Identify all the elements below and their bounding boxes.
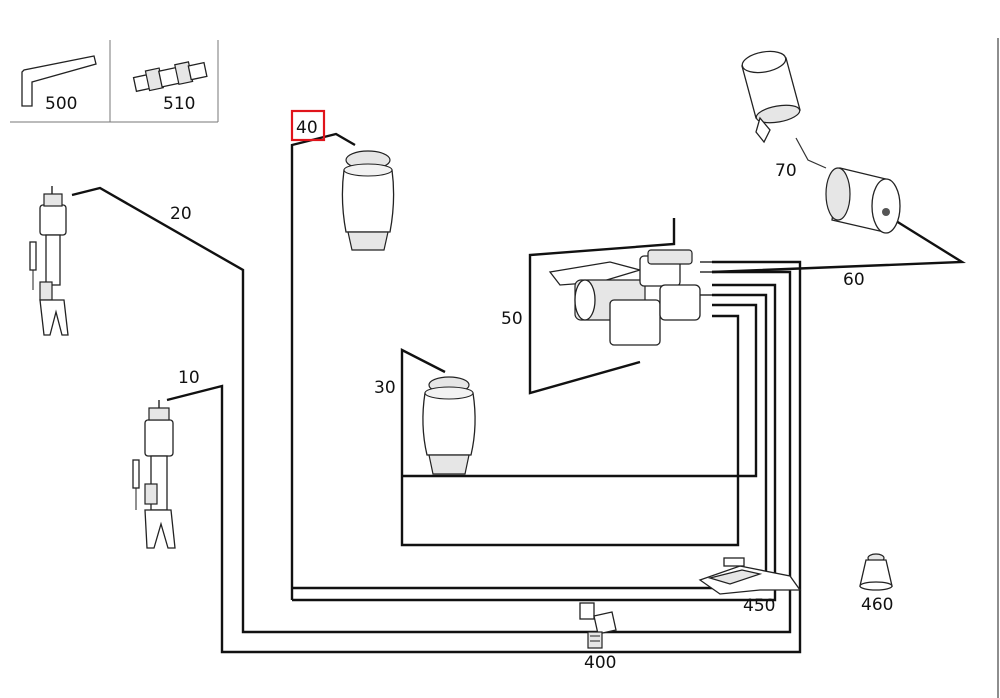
part-60-pressure-tank[interactable]: 60 (825, 167, 901, 290)
line-70 (795, 137, 827, 169)
compressor-icon (548, 249, 712, 346)
callout-70: 70 (775, 161, 797, 181)
line-40-return (292, 283, 777, 602)
line-50-a (292, 293, 768, 590)
callout-450: 450 (743, 596, 775, 616)
line-60 (711, 214, 966, 274)
line-20 (71, 186, 792, 634)
bracket-clip-icon (698, 557, 802, 595)
air-spring-icon (341, 150, 395, 251)
line-10 (166, 260, 802, 654)
line-30 (400, 314, 740, 547)
tools-box (10, 40, 219, 123)
callout-60: 60 (843, 270, 865, 290)
pressure-tank-icon (825, 167, 901, 234)
fitting-icon (579, 602, 617, 649)
connector-icon (132, 61, 208, 93)
air-spring-icon (422, 376, 476, 475)
callout-510: 510 (163, 94, 195, 114)
callout-400: 400 (584, 653, 616, 673)
highlight-box (290, 109, 326, 142)
cap-icon (859, 553, 893, 591)
hex-key-icon (21, 55, 97, 107)
bracket-50 (528, 218, 676, 395)
callout-500: 500 (45, 94, 77, 114)
line-50-b (402, 303, 758, 478)
part-460-cap[interactable]: 460 (859, 553, 893, 615)
reservoir-icon (741, 50, 801, 144)
part-510-connector[interactable]: 510 (132, 59, 208, 114)
part-450-bracket-clip[interactable]: 450 (698, 557, 802, 616)
air-strut-icon (29, 186, 69, 336)
part-30-air-spring[interactable]: 30 (374, 376, 476, 475)
air-strut-icon (132, 400, 176, 549)
part-50-compressor-unit[interactable]: 50 (501, 249, 712, 346)
part-20-air-strut[interactable]: 20 (29, 186, 192, 336)
callout-10: 10 (178, 368, 200, 388)
callout-40: 40 (296, 118, 318, 138)
callout-30: 30 (374, 378, 396, 398)
part-10-air-strut[interactable]: 10 (132, 368, 200, 549)
part-400-fitting[interactable]: 400 (579, 602, 617, 673)
part-500-hex-key[interactable]: 500 (21, 55, 97, 114)
callout-460: 460 (861, 595, 893, 615)
part-70-reservoir[interactable]: 70 (741, 48, 801, 181)
callout-50: 50 (501, 309, 523, 329)
callout-20: 20 (170, 204, 192, 224)
part-40-air-spring[interactable]: 40 (290, 109, 395, 251)
